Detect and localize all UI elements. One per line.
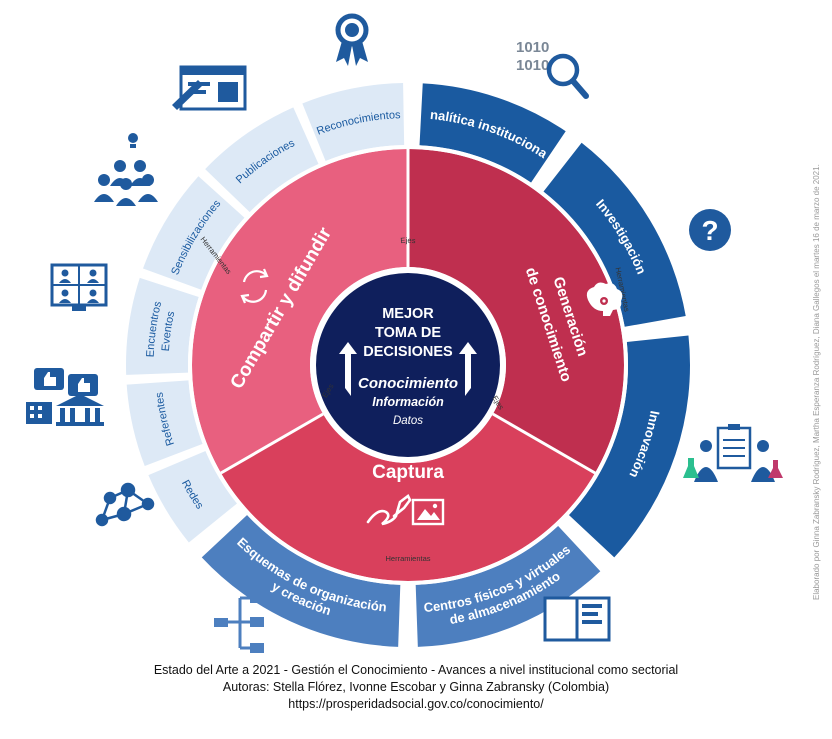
outer-segment: [205, 107, 319, 213]
arrow-up-left-icon: [339, 342, 357, 396]
center-title-2: TOMA DE: [375, 325, 441, 341]
ejes-label-top: Ejes: [400, 236, 416, 246]
pyramid-conocimiento: Conocimiento: [358, 375, 458, 392]
question-icon: ?: [689, 209, 731, 251]
sector-generacion: [408, 149, 624, 473]
binary-search-icon: 1010 1010: [516, 39, 589, 99]
arrow-up-right-icon: [459, 342, 477, 396]
caption-line-1: Estado del Arte a 2021 - Gestión el Cono…: [153, 663, 679, 677]
outer-segment: [415, 525, 601, 647]
outer-ring: [126, 83, 691, 647]
outer-segment: [543, 142, 686, 327]
sector-compartir: [192, 149, 408, 473]
outer-segment: [143, 176, 245, 290]
audience-idea-icon: [94, 133, 158, 206]
caption-url[interactable]: https://prosperidadsocial.gov.co/conocim…: [288, 697, 544, 711]
pyramid-datos: Datos: [393, 415, 423, 427]
outer-segment: [302, 83, 405, 162]
center-title-3: DECISIONES: [363, 344, 453, 360]
svg-text:1010: 1010: [516, 39, 549, 56]
sector-divider: [220, 412, 324, 475]
svg-text:1010: 1010: [516, 57, 549, 74]
network-icon: [95, 482, 155, 527]
outer-segment: [568, 335, 691, 558]
video-meeting-icon: [50, 263, 108, 311]
refresh-icon: [240, 268, 269, 304]
hierarchy-icon: [214, 593, 264, 653]
outer-segment: [126, 380, 203, 467]
outer-segment: [201, 515, 401, 647]
sector-label-captura: Captura: [372, 462, 444, 483]
outer-segment: [419, 83, 566, 183]
brain-gear-icon: [586, 282, 623, 316]
likes-institution-icon: [26, 368, 104, 426]
knowledge-management-diagram: MEJOR TOMA DE DECISIONES Conocimiento In…: [26, 13, 783, 653]
credit-vertical: Elaborado por Ginna Zabransky Rodríguez,…: [812, 164, 821, 600]
open-book-icon: [543, 596, 611, 642]
award-ribbon-icon: [335, 13, 369, 66]
lab-team-icon: [683, 424, 783, 482]
outer-segment: [148, 450, 238, 543]
publication-icon: [172, 65, 247, 111]
outer-segment: [126, 277, 199, 375]
svg-text:?: ?: [701, 215, 718, 246]
center-circle: [316, 273, 500, 457]
sector-dividers: [188, 145, 628, 585]
sector-divider: [492, 412, 596, 475]
herramientas-label-bottom: Herramientas: [385, 554, 430, 563]
pyramid-informacion: Información: [372, 395, 444, 409]
pen-image-icon: [366, 494, 445, 526]
caption-line-2: Autoras: Stella Flórez, Ivonne Escobar y…: [222, 680, 610, 694]
center-title-1: MEJOR: [382, 306, 434, 322]
